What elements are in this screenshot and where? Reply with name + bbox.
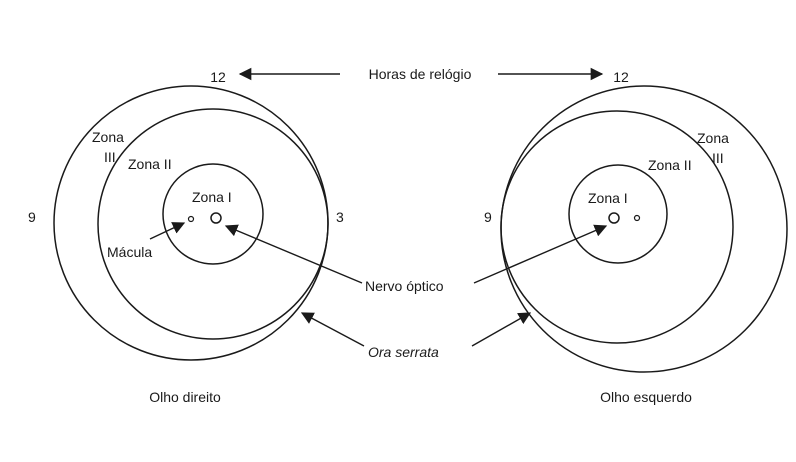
macula-arrow [149,222,186,240]
left-eye-optic-disc [608,212,620,224]
clock-12-right-label: 12 [613,69,629,85]
right-eye-zone-3-label-line2: III [104,149,116,165]
left-eye-9-label: 9 [484,209,492,225]
left-eye-zone-3-ring [500,85,788,373]
left-eye-macula-dot [633,214,641,222]
right-eye-3-label: 3 [336,209,344,225]
macula-label: Mácula [107,244,152,260]
ora-serrata-label: Ora serrata [368,344,439,360]
right-eye-9-label: 9 [28,209,36,225]
left-eye-zone-2-ring [500,110,734,344]
left-eye-zone-2-label: Zona II [648,157,692,173]
left-eye-zone-1-label: Zona I [588,190,628,206]
ora-serrata-arrow-left-eye [471,312,532,347]
left-eye-caption: Olho esquerdo [600,389,692,405]
right-eye-zone-3-ring [53,85,329,361]
ora-serrata-arrow-right-eye [300,312,365,347]
optic-nerve-label: Nervo óptico [365,278,444,294]
optic-nerve-arrow-left-eye [473,224,608,284]
right-eye-macula-dot [187,215,195,223]
left-eye-zone-3-label-line2: III [712,150,724,166]
left-eye-diagram: Zona III Zona II Zona I 9 Olho esquerdo [484,85,788,405]
clock-hours-label: Horas de relógio [369,66,472,82]
left-eye-zone-3-label-line1: Zona [697,130,729,146]
left-eye-zone-1-ring [568,164,668,264]
right-eye-zone-2-ring [97,108,329,340]
right-eye-caption: Olho direito [149,389,221,405]
right-eye-zone-3-label-line1: Zona [92,129,124,145]
right-eye-optic-disc [210,212,222,224]
optic-nerve-arrow-right-eye [224,224,363,284]
right-eye-zone-1-label: Zona I [192,189,232,205]
right-eye-zone-1-ring [162,163,264,265]
right-eye-diagram: Zona III Zona II Zona I Mácula 9 3 Olho … [28,85,344,405]
right-eye-zone-2-label: Zona II [128,156,172,172]
clock-12-left-label: 12 [210,69,226,85]
